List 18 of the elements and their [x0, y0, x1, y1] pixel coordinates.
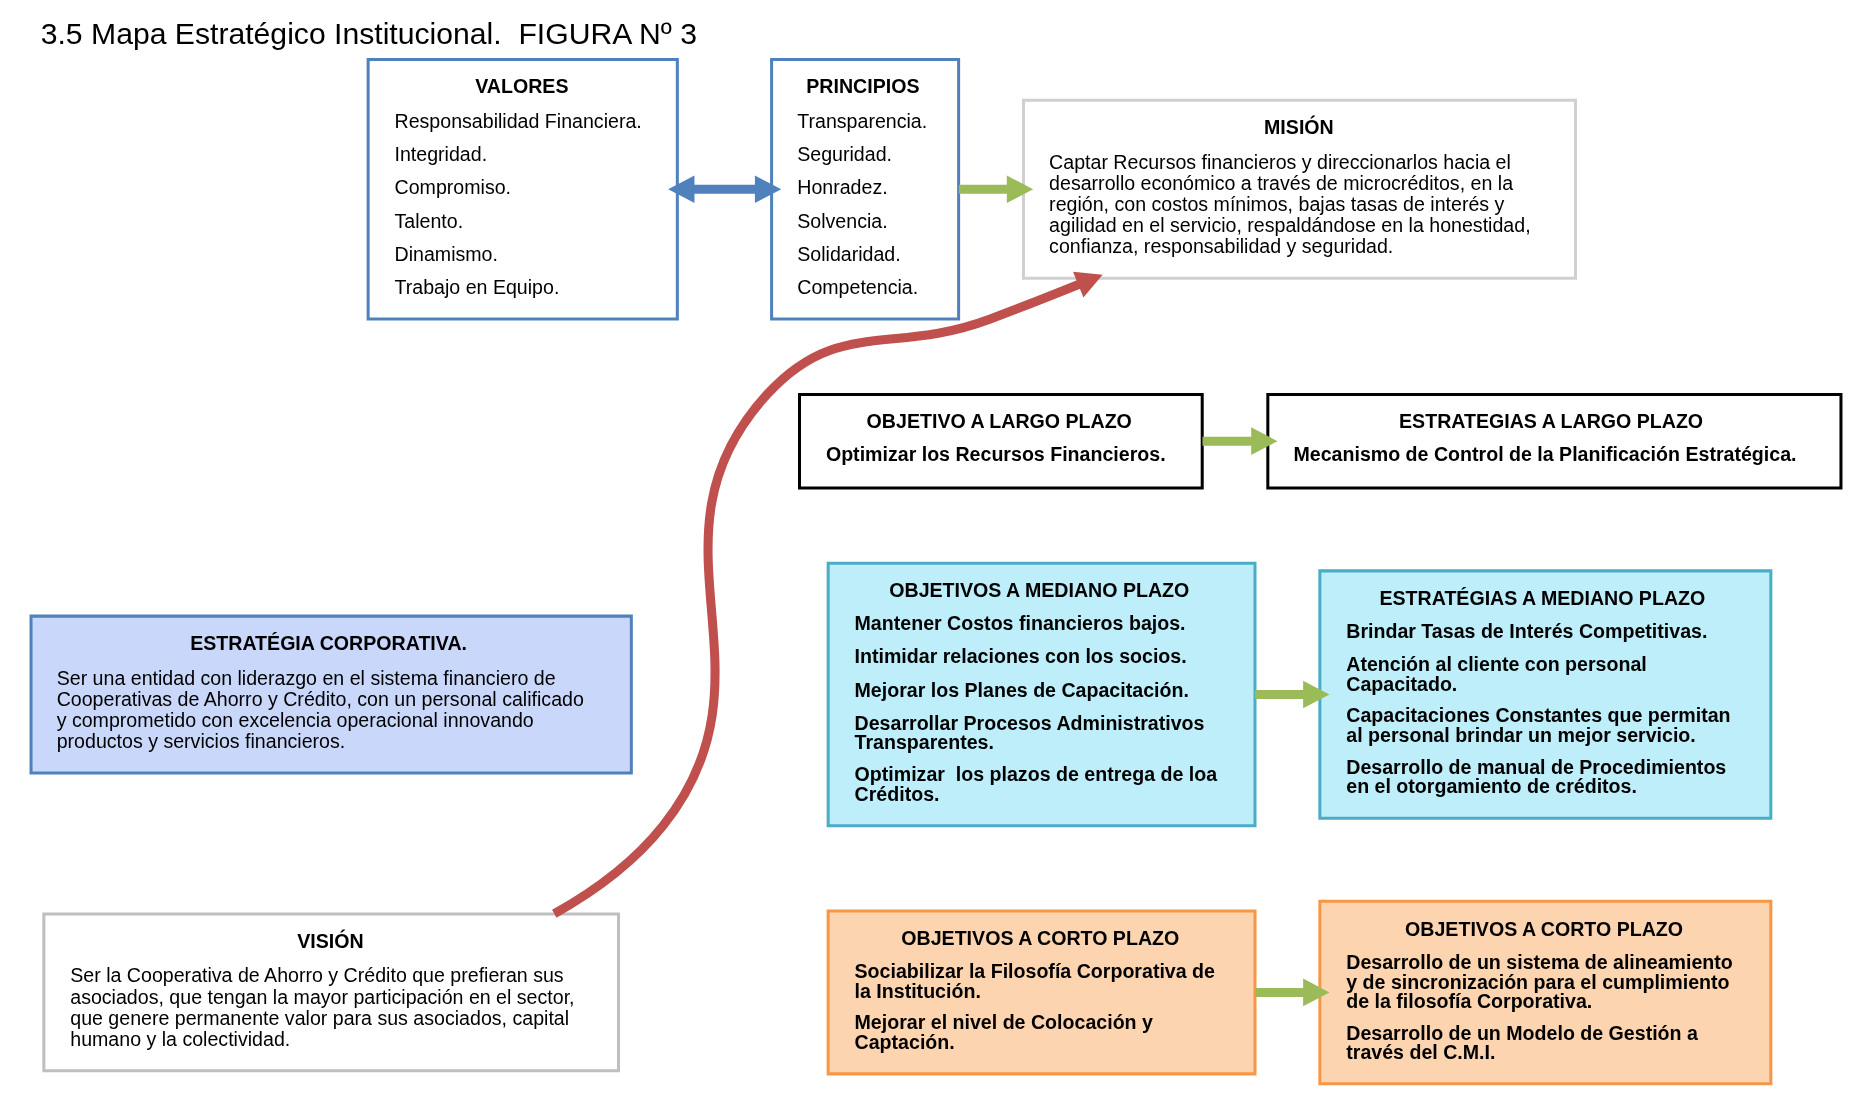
node-box: ESTRATEGIAS A LARGO PLAZO Mecanismo de Control de la Planificación Estratégica.: [1266, 392, 1843, 490]
arrow: [1255, 680, 1330, 709]
node-box: ESTRATÉGIAS A MEDIANO PLAZO Brindar Tasas de Interés Competitivas. Atención al cliente con personal Capacitado. Capacitaciones Constantes que permitan al personal brindar un mejor servicio. Desarrollo de manual de Procedimientos en el otorgamiento de créditos.: [1318, 569, 1773, 820]
arrow: [1202, 427, 1278, 455]
node-box: PRINCIPIOS Transparencia. Seguridad. Honradez. Solvencia. Solidaridad. Competencia.: [770, 58, 961, 321]
node-box: MISIÓN Captar Recursos financieros y direccionarlos hacia el desarrollo económico a través de microcréditos, en la región, con costos mínimos, bajas tasas de interés y agilidad en el servicio, respaldándose en la honestidad, confianza, responsabilidad y seguridad.: [1021, 98, 1577, 280]
arrow: [1255, 978, 1330, 1007]
node-box: OBJETIVOS A CORTO PLAZO Sociabilizar la Filosofía Corporativa de la Institución. Mejorar el nivel de Colocación y Captación.: [826, 909, 1257, 1076]
node-box: ESTRATÉGIA CORPORATIVA. Ser una entidad con liderazgo en el sistema financiero de Cooperativas de Ahorro y Crédito, con un personal calificado y comprometido con excelencia operacional innovando productos y servicios financieros.: [29, 614, 633, 775]
node-box: OBJETIVOS A CORTO PLAZO Desarrollo de un sistema de alineamiento y de sincronización para el cumplimiento de la filosofía Corporativa. Desarrollo de un Modelo de Gestión a través del C.M.I.: [1318, 899, 1773, 1086]
diagram-title: 3.5 Mapa Estratégico Institucional. FIGURA Nº 3: [40, 17, 698, 51]
node-box: VISIÓN Ser la Cooperativa de Ahorro y Crédito que prefieran sus asociados, que tengan la mayor participación en el sector, que genere permanente valor para sus asociados, capital humano y la colectividad.: [42, 912, 620, 1073]
node-box: VALORES Responsabilidad Financiera. Integridad. Compromiso. Talento. Dinamismo. Trabajo en Equipo.: [366, 58, 679, 321]
arrow: [958, 175, 1034, 204]
arrow: [552, 271, 1103, 918]
node-box: OBJETIVO A LARGO PLAZO Optimizar los Recursos Financieros.: [798, 392, 1204, 490]
node-box: OBJETIVOS A MEDIANO PLAZO Mantener Costos financieros bajos. Intimidar relaciones con los socios. Mejorar los Planes de Capacitación. Desarrollar Procesos Administrativos Transparentes. Optimizar los plazos de entrega de loa Créditos.: [826, 561, 1257, 828]
arrow: [668, 175, 782, 204]
